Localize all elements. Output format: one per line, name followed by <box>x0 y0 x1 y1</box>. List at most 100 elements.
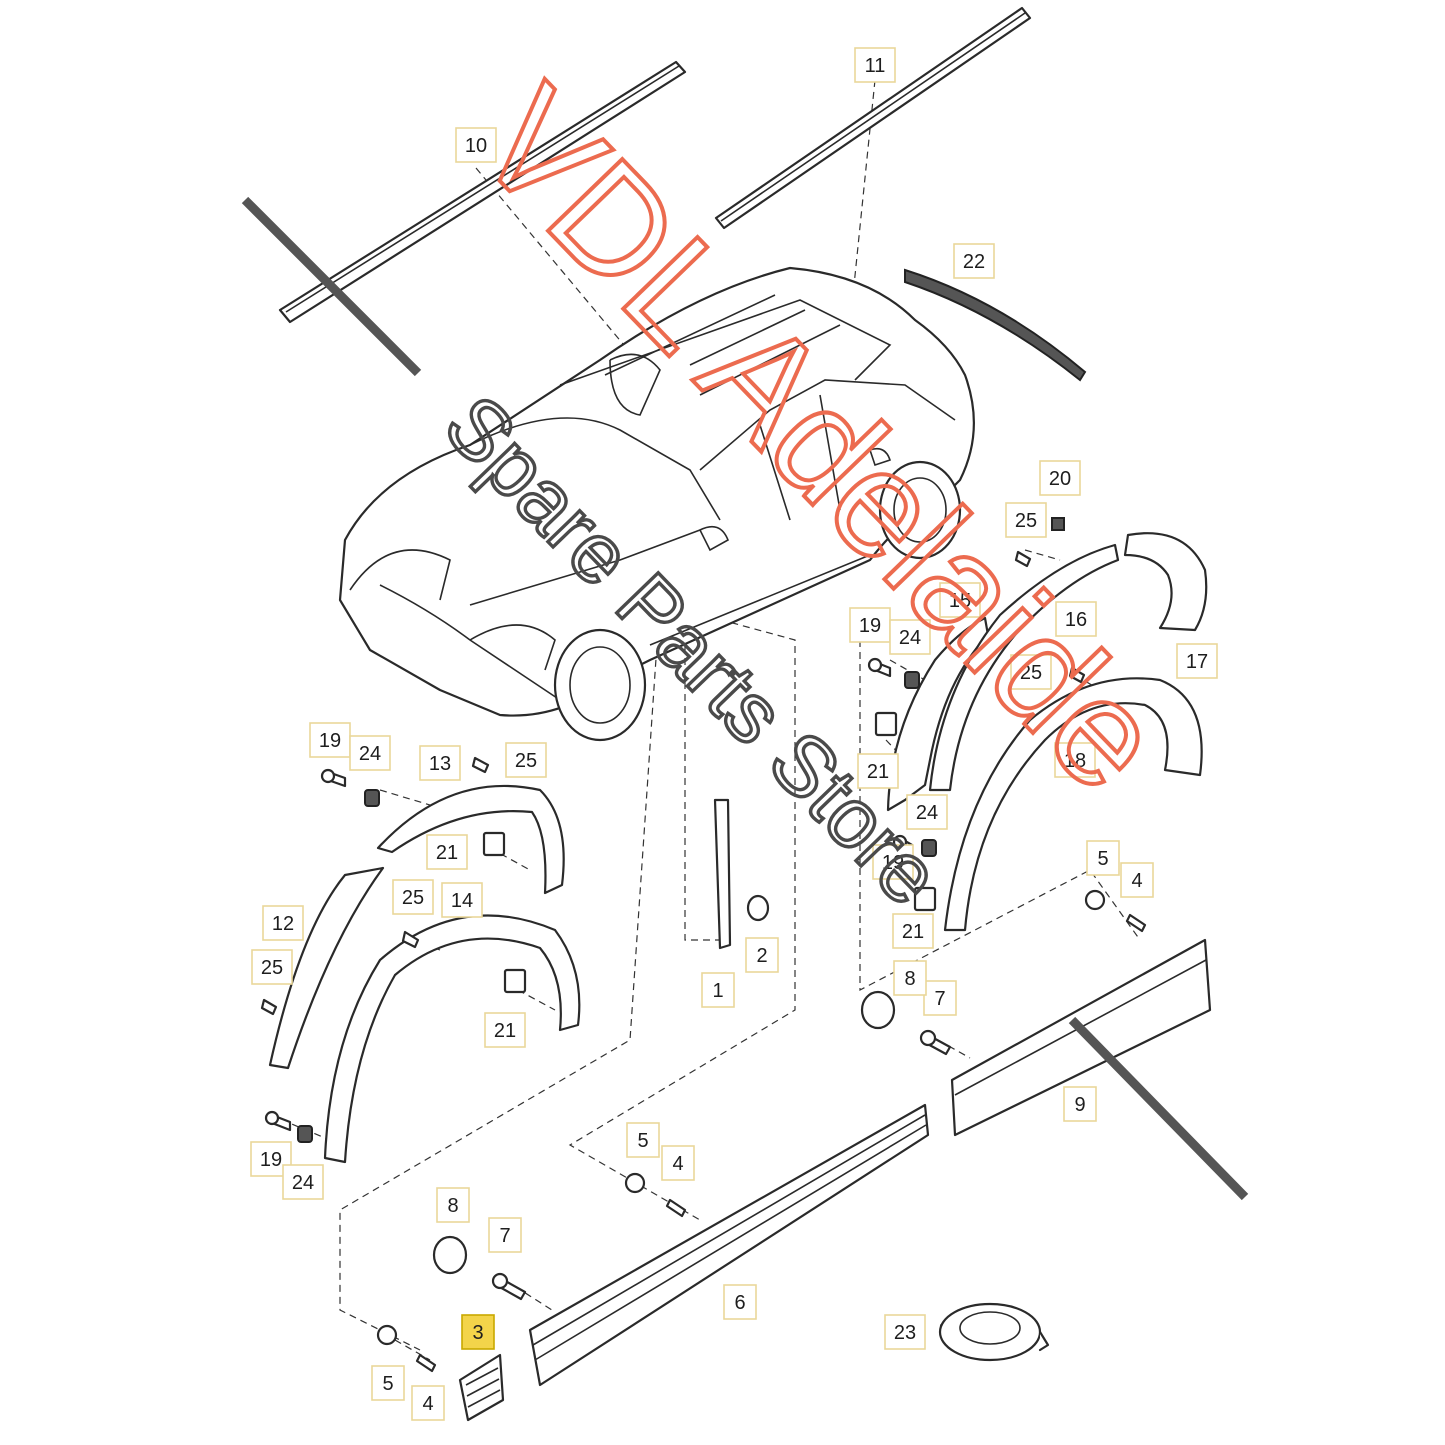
callout-number: 3 <box>472 1322 483 1344</box>
callout-number: 4 <box>1131 870 1142 892</box>
callout-box <box>251 949 293 985</box>
watermark-bar-right <box>1068 1016 1249 1201</box>
callout-number: 22 <box>963 251 985 273</box>
callout-box <box>723 1284 757 1320</box>
fasteners <box>260 517 1147 1373</box>
callout-number: 24 <box>916 802 938 824</box>
watermark-bar-left <box>241 196 422 377</box>
callout-19: 19 <box>309 722 351 758</box>
callout-10: 10 <box>455 127 497 163</box>
callout-20: 20 <box>1039 460 1081 496</box>
callout-number: 24 <box>899 627 921 649</box>
callout-number: 15 <box>949 590 971 612</box>
callout-21: 21 <box>857 753 899 789</box>
callout-box <box>906 794 948 830</box>
callout-box <box>282 1164 324 1200</box>
spoiler-trim-22 <box>904 268 1087 382</box>
callout-box <box>1039 460 1081 496</box>
callout-box <box>1086 840 1120 876</box>
callout-number: 7 <box>499 1225 510 1247</box>
callout-box <box>262 905 304 941</box>
roof-moulding-10 <box>278 60 687 324</box>
callout-24: 24 <box>906 794 948 830</box>
callout-number: 6 <box>734 1292 745 1314</box>
callout-labels: 1234445556778891011121314151617181919191… <box>250 47 1218 1421</box>
callout-number: 14 <box>451 890 473 912</box>
callout-5: 5 <box>371 1365 405 1401</box>
callout-box <box>1063 1086 1097 1122</box>
callout-number: 18 <box>1064 750 1086 772</box>
callout-number: 5 <box>637 1130 648 1152</box>
callout-21: 21 <box>484 1012 526 1048</box>
callout-box <box>701 972 735 1008</box>
callout-number: 19 <box>319 730 341 752</box>
callout-number: 19 <box>882 852 904 874</box>
callout-1: 1 <box>701 972 735 1008</box>
callout-number: 8 <box>447 1195 458 1217</box>
vehicle-outline <box>338 266 975 742</box>
callout-19: 19 <box>872 844 914 880</box>
callout-number: 21 <box>867 761 889 783</box>
callout-box <box>484 1012 526 1048</box>
callout-13: 13 <box>419 745 461 781</box>
callout-box <box>1120 862 1154 898</box>
callout-number: 25 <box>402 887 424 909</box>
callout-9: 9 <box>1063 1086 1097 1122</box>
callout-box <box>626 1122 660 1158</box>
callout-number: 13 <box>429 753 451 775</box>
callout-number: 8 <box>904 968 915 990</box>
callout-number: 11 <box>865 55 886 77</box>
callout-box <box>419 745 461 781</box>
callout-21: 21 <box>892 913 934 949</box>
callout-box <box>884 1314 926 1350</box>
callout-box <box>745 937 779 973</box>
sill-panel-6 <box>528 1103 930 1387</box>
callout-number: 23 <box>894 1322 916 1344</box>
callout-box <box>1010 654 1052 690</box>
callout-12: 12 <box>262 905 304 941</box>
callout-24: 24 <box>282 1164 324 1200</box>
callout-box <box>893 960 927 996</box>
callout-number: 25 <box>1015 510 1037 532</box>
callout-25: 25 <box>392 879 434 915</box>
callout-box <box>349 735 391 771</box>
callout-number: 12 <box>272 913 294 935</box>
callout-22: 22 <box>953 243 995 279</box>
arch-extension-17 <box>1123 532 1208 632</box>
roof-moulding-11 <box>714 6 1032 230</box>
callout-number: 7 <box>934 988 945 1010</box>
callout-box <box>1176 643 1218 679</box>
callout-number: 20 <box>1049 468 1071 490</box>
callout-box <box>441 882 483 918</box>
callout-4: 4 <box>661 1145 695 1181</box>
callout-25: 25 <box>1005 502 1047 538</box>
callout-24: 24 <box>349 735 391 771</box>
callout-24: 24 <box>889 619 931 655</box>
callout-5: 5 <box>1086 840 1120 876</box>
callout-3: 3 <box>461 1314 495 1350</box>
arch-trim-14 <box>323 914 581 1164</box>
callout-number: 17 <box>1186 651 1208 673</box>
callout-7: 7 <box>488 1217 522 1253</box>
callout-box <box>1054 742 1096 778</box>
callout-number: 4 <box>422 1393 433 1415</box>
callout-number: 21 <box>436 842 458 864</box>
callout-8: 8 <box>436 1187 470 1223</box>
callout-11: 11 <box>854 47 896 83</box>
callout-number: 16 <box>1065 609 1087 631</box>
callout-21: 21 <box>426 834 468 870</box>
callout-number: 5 <box>1097 848 1108 870</box>
callout-box <box>953 243 995 279</box>
callout-number: 5 <box>382 1373 393 1395</box>
callout-box <box>923 980 957 1016</box>
callout-6: 6 <box>723 1284 757 1320</box>
callout-5: 5 <box>626 1122 660 1158</box>
callout-number: 25 <box>515 750 537 772</box>
callout-box <box>661 1145 695 1181</box>
callout-box <box>1055 601 1097 637</box>
callout-box <box>455 127 497 163</box>
callout-number: 2 <box>756 945 767 967</box>
callout-19: 19 <box>849 607 891 643</box>
